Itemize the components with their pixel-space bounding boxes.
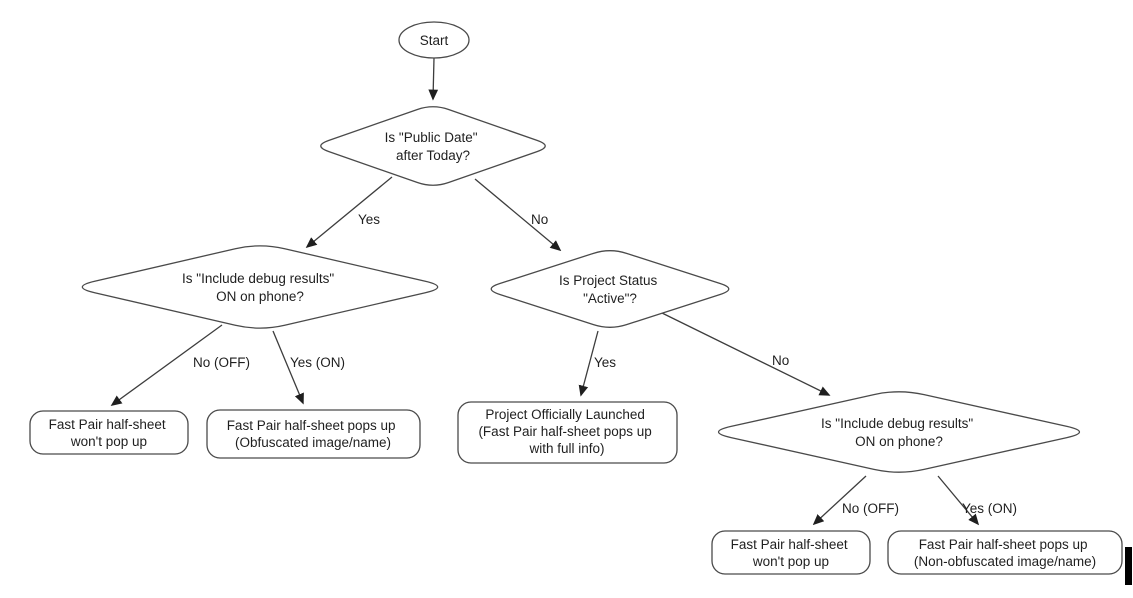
edge-label-no-2: No: [772, 353, 789, 368]
terminal-no-popup-right-label: Fast Pair half-sheet won't pop up: [731, 537, 852, 569]
svg-text:Start: Start: [420, 33, 449, 48]
terminal-launched: Project Officially Launched (Fast Pair h…: [457, 401, 678, 464]
decision-project-status-label: Is Project Status "Active"?: [559, 273, 661, 306]
node-start: Start: [398, 21, 470, 59]
decision-debug-left: Is "Include debug results" ON on phone?: [81, 245, 439, 329]
start-label: Start: [420, 33, 449, 48]
decision-debug-left-label: Is "Include debug results" ON on phone?: [182, 271, 338, 304]
terminal-obfuscated-popup-label: Fast Pair half-sheet pops up (Obfuscated…: [227, 418, 400, 450]
decision-project-status: Is Project Status "Active"?: [490, 250, 730, 328]
decision-debug-right: Is "Include debug results" ON on phone?: [717, 391, 1081, 473]
edge-label-no: No: [531, 212, 548, 227]
terminal-no-popup-left: Fast Pair half-sheet won't pop up: [29, 410, 189, 455]
edge-debug-left-yes-on: Yes (ON): [272, 330, 345, 405]
decision-public-date-label: Is "Public Date" after Today?: [385, 130, 482, 163]
edge-debug-left-no-off: No (OFF): [110, 324, 250, 406]
edge-public-date-yes: Yes: [305, 176, 393, 249]
edge-label-yes: Yes: [358, 212, 380, 227]
edge-label-no-off-2: No (OFF): [842, 501, 899, 516]
edge-project-status-no: No: [661, 312, 831, 396]
edge-label-yes-2: Yes: [594, 355, 616, 370]
edge-label-yes-on: Yes (ON): [290, 355, 345, 370]
edge-debug-right-no-off: No (OFF): [812, 475, 899, 526]
edge-label-no-off: No (OFF): [193, 355, 250, 370]
terminal-launched-label: Project Officially Launched (Fast Pair h…: [478, 407, 655, 456]
edge-public-date-no: No: [474, 178, 562, 252]
decision-debug-right-label: Is "Include debug results" ON on phone?: [821, 416, 977, 449]
terminal-non-obfuscated-popup: Fast Pair half-sheet pops up (Non-obfusc…: [887, 530, 1123, 575]
decision-public-date: Is "Public Date" after Today?: [320, 106, 546, 186]
terminal-obfuscated-popup: Fast Pair half-sheet pops up (Obfuscated…: [206, 409, 421, 459]
terminal-no-popup-left-label: Fast Pair half-sheet won't pop up: [49, 417, 170, 449]
edge-project-status-yes: Yes: [578, 330, 616, 397]
edge-label-yes-on-2: Yes (ON): [962, 501, 1017, 516]
edge-debug-right-yes-on: Yes (ON): [937, 475, 1017, 526]
terminal-no-popup-right: Fast Pair half-sheet won't pop up: [711, 530, 871, 575]
text-cursor-bar: [1125, 547, 1132, 585]
terminal-non-obfuscated-popup-label: Fast Pair half-sheet pops up (Non-obfusc…: [914, 537, 1096, 569]
edge-start-to-public-date: [428, 57, 439, 101]
